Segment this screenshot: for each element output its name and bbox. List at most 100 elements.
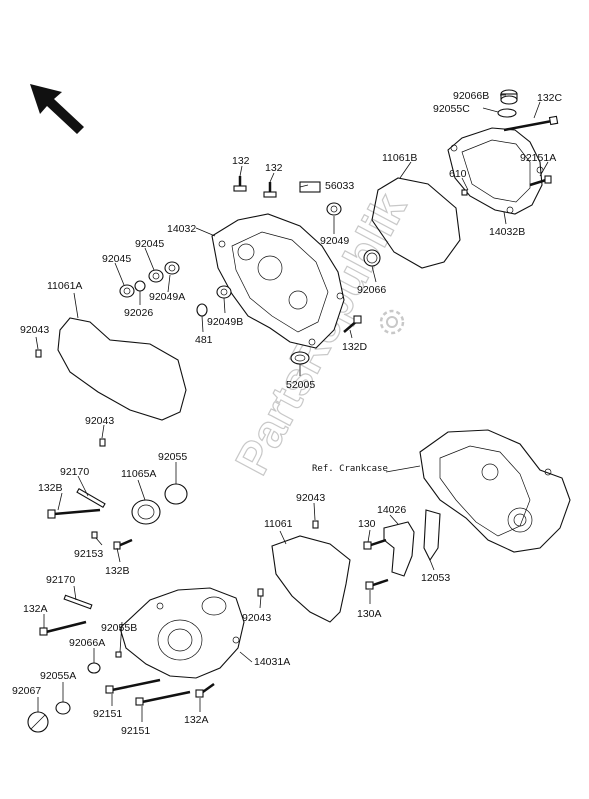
washer-92045-a xyxy=(119,284,135,298)
label-92170-b: 92170 xyxy=(46,574,75,586)
label-132D: 132D xyxy=(342,341,368,353)
dowel-610 xyxy=(461,189,468,196)
label-92151A: 92151A xyxy=(520,152,556,164)
dowel-92043-d xyxy=(257,588,264,597)
label-92066B: 92066B xyxy=(453,90,489,102)
bolt-132-a xyxy=(233,176,247,192)
bolt-130A xyxy=(365,578,389,590)
guide-12053 xyxy=(423,509,441,562)
label-12053: 12053 xyxy=(421,572,450,584)
bolt-130 xyxy=(363,538,387,550)
generator-cover-14031A xyxy=(119,587,245,679)
crankcase-reference xyxy=(419,429,571,553)
dowel-92043-b xyxy=(99,438,106,447)
oil-seal-92066 xyxy=(363,249,381,267)
clutch-cover-14032B xyxy=(447,127,544,215)
oil-seal-92049B xyxy=(216,285,232,299)
bolt-92151-a xyxy=(105,678,161,694)
label-14031A: 14031A xyxy=(254,656,290,668)
label-481: 481 xyxy=(195,334,213,346)
bolt-132C xyxy=(503,115,559,132)
label-92049: 92049 xyxy=(320,235,349,247)
bolt-132-b xyxy=(263,182,277,198)
label-92049B: 92049B xyxy=(207,316,243,328)
label-92153: 92153 xyxy=(74,548,103,560)
label-92049A: 92049A xyxy=(149,291,185,303)
bolt-132A-b xyxy=(195,682,215,698)
bolt-92151A xyxy=(529,175,552,187)
label-plate-56033 xyxy=(299,181,321,193)
dowel-92043-c xyxy=(312,520,319,529)
gasket-11061 xyxy=(271,535,351,623)
label-130A: 130A xyxy=(357,608,382,620)
collar-92153 xyxy=(91,531,98,539)
part-labels: 92066B 92055C 132C 11061B 610 92151A 132… xyxy=(12,90,563,737)
bushing-92026 xyxy=(134,280,146,292)
label-92026: 92026 xyxy=(124,307,153,319)
washer-92045-b xyxy=(148,269,164,283)
leader-lines xyxy=(35,94,549,722)
bolt-132D xyxy=(343,315,362,333)
label-11061: 11061 xyxy=(264,518,293,530)
label-11061B: 11061B xyxy=(382,152,417,164)
label-52005: 52005 xyxy=(286,379,315,391)
lever-14026 xyxy=(383,521,415,577)
label-92066A: 92066A xyxy=(69,637,105,649)
label-132-a: 132 xyxy=(232,155,250,167)
label-92043-d: 92043 xyxy=(242,612,271,624)
bolt-132B-b xyxy=(113,538,133,550)
label-56033: 56033 xyxy=(325,180,354,192)
label-92170-a: 92170 xyxy=(60,466,89,478)
seal-52005 xyxy=(290,351,310,365)
gasket-11061B xyxy=(371,177,461,269)
label-92055A: 92055A xyxy=(40,670,76,682)
label-610: 610 xyxy=(449,168,467,180)
label-14032B: 14032B xyxy=(489,226,525,238)
bolt-92151-b xyxy=(135,690,191,706)
arrow-up-left-icon xyxy=(30,84,84,134)
label-132B-b: 132B xyxy=(105,565,130,577)
cap-92067 xyxy=(27,711,49,733)
label-92043-c: 92043 xyxy=(296,492,325,504)
label-132A-a: 132A xyxy=(23,603,48,615)
dowel-92043-a xyxy=(35,349,42,358)
label-92045-a: 92045 xyxy=(102,253,131,265)
plug-92066A xyxy=(87,662,101,674)
oil-seal-92049A xyxy=(164,261,180,275)
pin-92170-b xyxy=(63,594,93,610)
o-ring-92055B xyxy=(115,651,122,658)
label-132C: 132C xyxy=(537,92,563,104)
label-92055C: 92055C xyxy=(433,103,470,115)
label-14026: 14026 xyxy=(377,504,406,516)
pin-92170-a xyxy=(76,488,106,508)
o-ring-92055A xyxy=(55,701,71,715)
oil-cap-92066B xyxy=(500,89,518,105)
oil-seal-92049 xyxy=(326,202,342,216)
label-132-b: 132 xyxy=(265,162,283,174)
o-ring-92055C xyxy=(497,108,517,118)
label-92151-b: 92151 xyxy=(121,725,150,737)
label-92043-a: 92043 xyxy=(20,324,49,336)
label-92151-a: 92151 xyxy=(93,708,122,720)
label-92067: 92067 xyxy=(12,685,41,697)
o-ring-481 xyxy=(196,303,208,317)
ref-crankcase-label: Ref. Crankcase xyxy=(312,464,388,474)
engine-cover-14032 xyxy=(211,213,345,349)
label-14032: 14032 xyxy=(167,223,196,235)
label-11061A: 11061A xyxy=(47,280,82,292)
o-ring-92055 xyxy=(164,483,188,505)
gear-watermark-icon xyxy=(379,309,405,335)
label-92045-b: 92045 xyxy=(135,238,164,250)
bolt-132A-a xyxy=(39,620,87,636)
label-130: 130 xyxy=(358,518,376,530)
bolt-132B-a xyxy=(47,508,101,519)
label-92066: 92066 xyxy=(357,284,386,296)
label-92043-b: 92043 xyxy=(85,415,114,427)
gasket-11061A xyxy=(57,317,187,421)
label-132A-b: 132A xyxy=(184,714,209,726)
label-11065A: 11065A xyxy=(121,468,156,480)
cover-11065A xyxy=(131,499,161,525)
label-132B-a: 132B xyxy=(38,482,63,494)
label-92055: 92055 xyxy=(158,451,187,463)
